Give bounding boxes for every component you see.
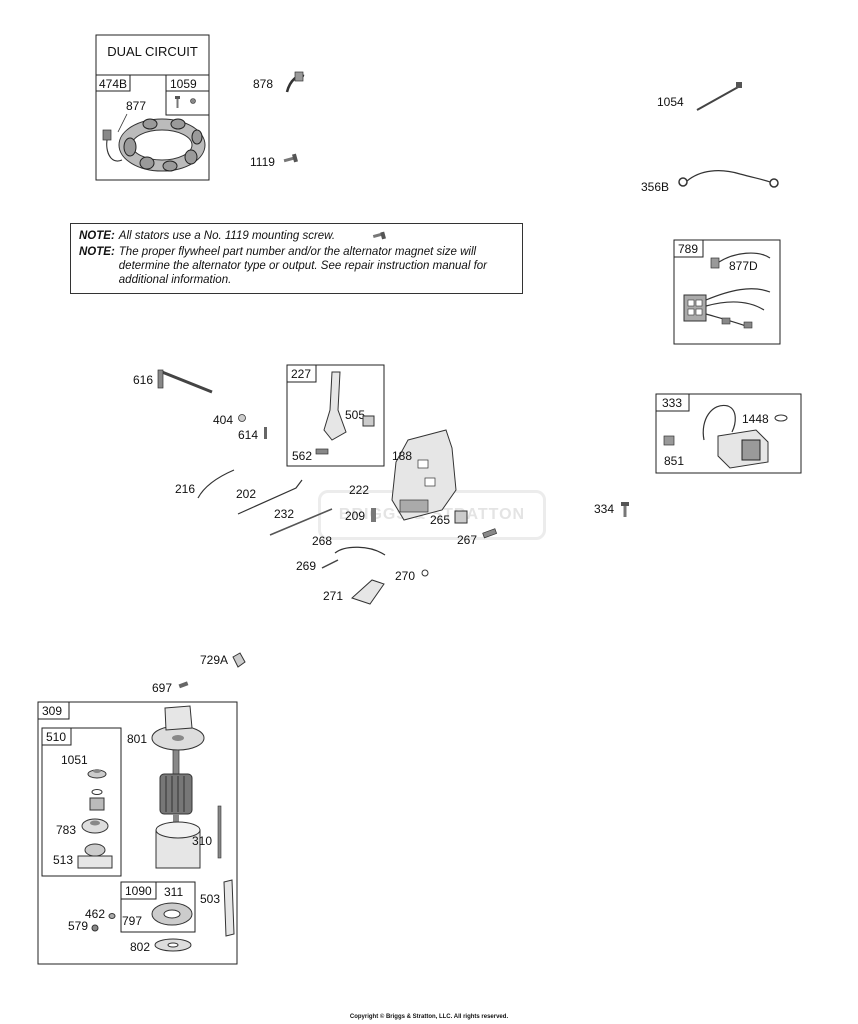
note-text: All stators use a No. 1119 mounting scre…	[118, 230, 336, 242]
label-268: 268	[312, 534, 332, 548]
cable-268-icon	[334, 546, 386, 556]
label-503: 503	[200, 892, 220, 906]
label-267: 267	[457, 533, 477, 547]
label-616: 616	[133, 373, 153, 387]
ground-wire-356b-icon	[678, 170, 779, 188]
label-265: 265	[430, 513, 450, 527]
dual-circuit-title: DUAL CIRCUIT	[107, 44, 198, 59]
label-851: 851	[664, 454, 684, 468]
label-1448: 1448	[742, 412, 769, 426]
note-tag: NOTE:	[79, 230, 115, 242]
harness-kit-789: 789 877D	[673, 239, 781, 345]
label-729a: 729A	[200, 653, 228, 667]
label-789: 789	[678, 242, 698, 256]
label-878: 878	[253, 77, 273, 91]
label-510: 510	[46, 730, 66, 744]
label-783: 783	[56, 823, 76, 837]
nut-404-icon	[238, 414, 246, 422]
label-513: 513	[53, 853, 73, 867]
bracket-729a-icon	[232, 652, 246, 668]
label-877: 877	[126, 99, 146, 113]
dual-circuit-kit: 474B 1059 877	[95, 34, 210, 181]
label-1119: 1119	[250, 155, 275, 169]
screw-697-icon	[178, 681, 189, 689]
control-bracket-icon	[391, 429, 457, 521]
label-222: 222	[349, 483, 369, 497]
label-462: 462	[85, 907, 105, 921]
label-269: 269	[296, 559, 316, 573]
label-216: 216	[175, 482, 195, 496]
stator-icon	[102, 118, 206, 172]
label-188: 188	[392, 449, 412, 463]
label-311: 311	[164, 885, 183, 899]
link-216-icon	[197, 469, 235, 499]
note-text: The proper flywheel part number and/or t…	[118, 246, 487, 286]
note-box: NOTE: All stators use a No. 1119 mountin…	[70, 223, 523, 294]
cable-tie-1054-icon	[696, 82, 742, 111]
label-1054: 1054	[657, 95, 684, 109]
block-265-icon	[454, 510, 468, 524]
note-row: NOTE: The proper flywheel part number an…	[79, 245, 514, 287]
screw-334-icon	[621, 502, 629, 517]
label-334: 334	[594, 502, 614, 516]
screw-267-icon	[482, 528, 498, 539]
label-404: 404	[213, 413, 233, 427]
note-tag: NOTE:	[79, 246, 115, 258]
label-309: 309	[42, 704, 62, 718]
label-877d: 877D	[729, 259, 758, 273]
rod-202-icon	[237, 479, 303, 515]
screw-note-icon	[372, 231, 386, 240]
starter-kit-309: 309 510 1051 783 513 801 310	[37, 701, 238, 965]
screw-1119-icon	[283, 153, 298, 163]
lever-kit-227: 227 505 562	[286, 364, 385, 467]
note-row: NOTE: All stators use a No. 1119 mountin…	[79, 229, 514, 243]
spring-232-icon	[269, 508, 333, 536]
label-797: 797	[122, 914, 142, 928]
label-614: 614	[238, 428, 258, 442]
label-1059: 1059	[170, 77, 197, 91]
copyright-notice: Copyright © Briggs & Stratton, LLC. All …	[349, 1014, 509, 1020]
label-271: 271	[323, 589, 343, 603]
label-232: 232	[274, 507, 294, 521]
ignition-kit-333: 333 1448 851	[655, 393, 802, 474]
label-1051: 1051	[61, 753, 88, 767]
rod-616-icon	[157, 369, 213, 394]
label-474b: 474B	[99, 77, 127, 91]
label-209: 209	[345, 509, 365, 523]
label-697: 697	[152, 681, 172, 695]
label-801: 801	[127, 732, 147, 746]
label-505: 505	[345, 408, 365, 422]
label-1090: 1090	[125, 884, 152, 898]
label-310: 310	[192, 834, 212, 848]
label-227: 227	[291, 367, 311, 381]
label-562: 562	[292, 449, 312, 463]
label-356b: 356B	[641, 180, 669, 194]
spring-209-icon	[371, 508, 376, 522]
label-333: 333	[662, 396, 682, 410]
label-802: 802	[130, 940, 150, 954]
screw-1059-icon	[175, 96, 196, 108]
label-579: 579	[68, 919, 88, 933]
label-202: 202	[236, 487, 256, 501]
nut-270-icon	[421, 569, 429, 577]
pin-614-icon	[264, 427, 267, 439]
wire-clip-878-icon	[285, 71, 305, 93]
label-270: 270	[395, 569, 415, 583]
lever-271-icon	[351, 579, 385, 605]
